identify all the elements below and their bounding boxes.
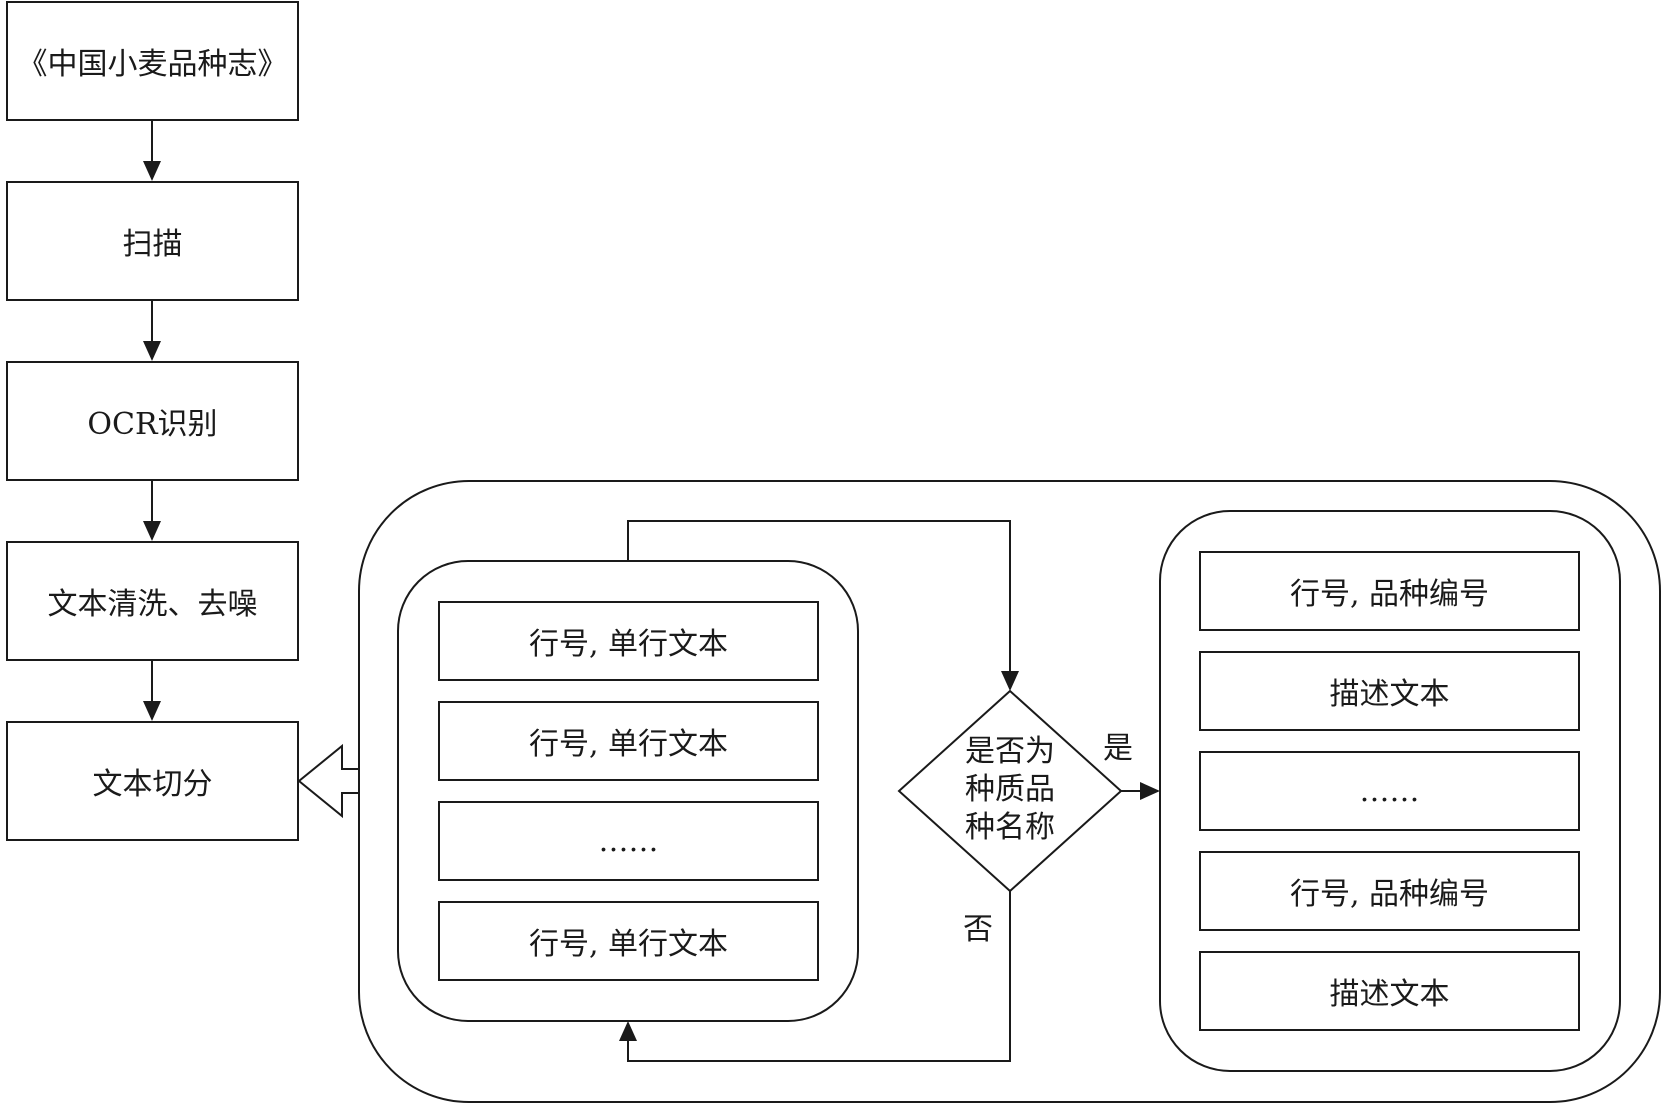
arrow-input-to-decision xyxy=(627,520,1019,691)
step-ocr: OCR识别 xyxy=(6,361,299,481)
output-row-ellipsis: …… xyxy=(1199,751,1580,831)
output-group-frame xyxy=(1159,510,1621,1072)
step-source-book: 《中国小麦品种志》 xyxy=(6,1,299,121)
output-row-id: 行号, 品种编号 xyxy=(1199,551,1580,631)
decision-line: 种名称 xyxy=(965,810,1055,845)
output-row-description: 描述文本 xyxy=(1199,951,1580,1031)
step-clean-denoise: 文本清洗、去噪 xyxy=(6,541,299,661)
no-label: 否 xyxy=(963,912,993,947)
yes-label: 是 xyxy=(1103,731,1133,766)
input-row-ellipsis: …… xyxy=(438,801,819,881)
step-scan: 扫描 xyxy=(6,181,299,301)
hollow-block-arrow xyxy=(297,743,360,819)
decision-line: 是否为 xyxy=(965,734,1055,769)
output-row-description: 描述文本 xyxy=(1199,651,1580,731)
decision-line: 种质品 xyxy=(965,772,1055,807)
decision-text: 是否为 种质品 种名称 xyxy=(900,734,1120,845)
step-text-split: 文本切分 xyxy=(6,721,299,841)
arrow-decision-no xyxy=(619,891,1011,1062)
output-row-id: 行号, 品种编号 xyxy=(1199,851,1580,931)
input-row: 行号, 单行文本 xyxy=(438,701,819,781)
input-row: 行号, 单行文本 xyxy=(438,901,819,981)
input-row: 行号, 单行文本 xyxy=(438,601,819,681)
